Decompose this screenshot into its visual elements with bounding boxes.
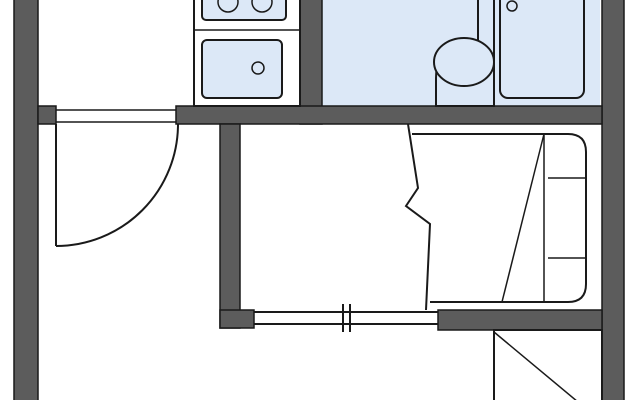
wall-horizontal-mid (175, 105, 603, 125)
entrance-room (38, 124, 220, 400)
bathtub-icon (499, 0, 585, 99)
sliding-door-icon (254, 304, 438, 332)
toilet-icon (433, 0, 495, 107)
storage-door-icon (493, 329, 603, 400)
wall-closet-bottom-right (437, 309, 603, 331)
wall-right (601, 0, 625, 400)
wall-closet-bottom-left (219, 309, 255, 329)
closet-shelf-icon (412, 133, 587, 303)
wall-horizontal-left (37, 105, 57, 125)
wall-left (13, 0, 39, 400)
kitchen-counter (193, 0, 301, 107)
storage-room (494, 330, 602, 400)
closet-folding-door-icon (404, 123, 432, 311)
wall-closet-left (219, 123, 241, 329)
stove-icon (201, 0, 287, 21)
entrance-door-icon (55, 123, 179, 247)
sink-icon (201, 39, 283, 99)
